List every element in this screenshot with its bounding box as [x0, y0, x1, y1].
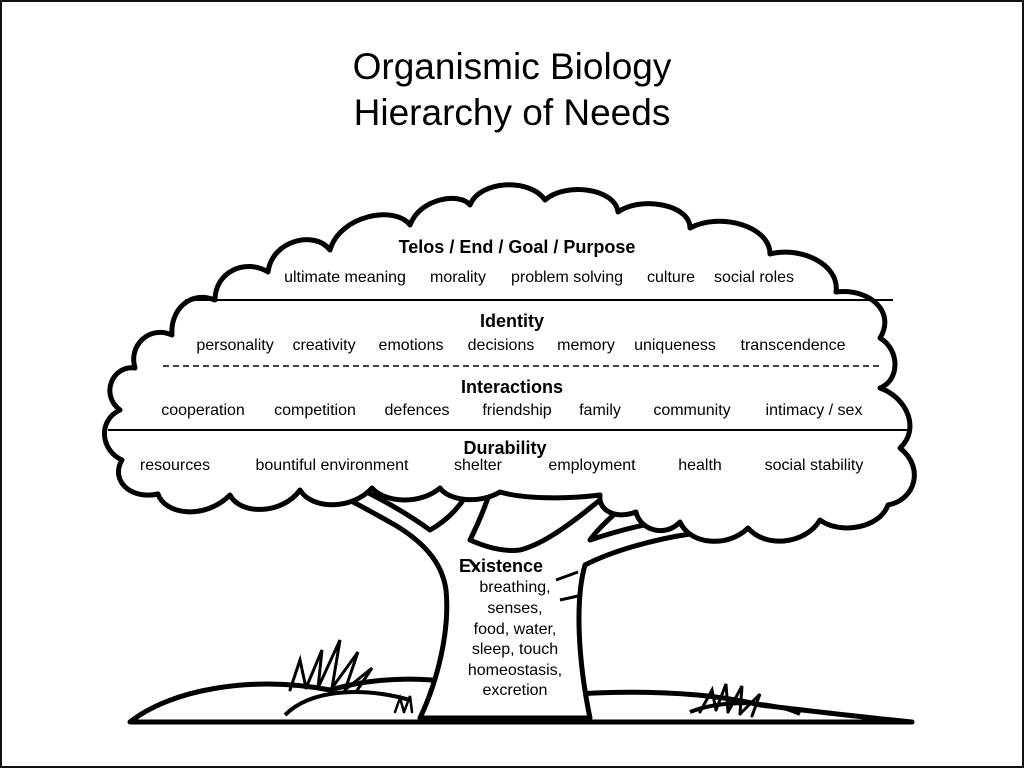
page-title-line-1: Organismic Biology	[352, 46, 672, 87]
interactions-item: intimacy / sex	[765, 402, 863, 419]
identity-heading: Identity	[479, 311, 545, 331]
identity-item: uniqueness	[634, 337, 716, 354]
trunk-bark-line	[468, 559, 579, 602]
identity-item: emotions	[378, 337, 444, 354]
tree-canopy	[102, 182, 917, 544]
identity-item: memory	[557, 337, 615, 354]
durability-item: resources	[139, 457, 211, 474]
telos-item: problem solving	[510, 269, 624, 286]
grass-tuft-right	[698, 683, 762, 718]
existence-line: homeostasis,	[467, 662, 563, 679]
telos-item: ultimate meaning	[284, 269, 406, 286]
hill-ridge	[283, 690, 411, 717]
interactions-item: defences	[384, 402, 450, 419]
telos-heading: Telos / End / Goal / Purpose	[398, 237, 636, 257]
identity-item: decisions	[467, 337, 535, 354]
interactions-item: family	[579, 402, 621, 419]
interactions-item: friendship	[482, 402, 552, 419]
interactions-item: competition	[274, 402, 356, 419]
existence-line: excretion	[482, 682, 548, 699]
existence-heading: Existence	[458, 556, 544, 576]
existence-line: breathing,	[479, 579, 551, 596]
identity-item: transcendence	[740, 337, 846, 354]
durability-item: shelter	[453, 457, 503, 474]
page-title-line-2: Hierarchy of Needs	[353, 92, 671, 133]
existence-line: sleep, touch	[471, 641, 559, 658]
interactions-item: cooperation	[161, 402, 245, 419]
telos-item: culture	[646, 269, 696, 286]
durability-item: health	[678, 457, 722, 474]
telos-item: morality	[429, 269, 487, 286]
durability-heading: Durability	[463, 438, 547, 458]
durability-item: social stability	[764, 457, 864, 474]
interactions-item: community	[653, 402, 731, 419]
existence-line: senses,	[487, 600, 543, 617]
telos-item: social roles	[713, 269, 795, 286]
tree-trunk	[327, 479, 693, 721]
existence-line: food, water,	[473, 621, 557, 638]
identity-item: creativity	[292, 337, 356, 354]
grass-tuft-left	[288, 639, 374, 694]
durability-item: employment	[548, 457, 636, 474]
durability-item: bountiful environment	[255, 457, 409, 474]
identity-item: personality	[196, 337, 274, 354]
interactions-heading: Interactions	[460, 377, 564, 397]
